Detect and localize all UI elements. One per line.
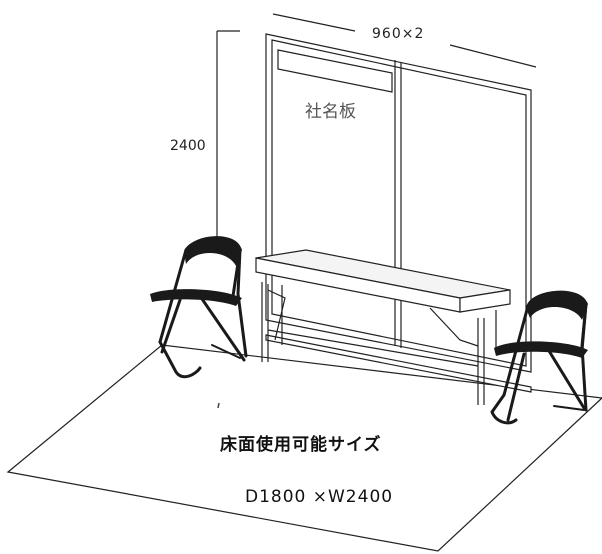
back-panels [265,33,532,393]
panel-width-label: 960×2 [372,26,425,42]
nameplate-box [277,49,393,93]
floor-outline [6,344,602,552]
chair-left-seat [150,289,242,306]
chair-left-backrest [184,237,242,266]
chair-right-seat [494,341,588,358]
chair-right-backrest [526,291,588,320]
floor-size-title: 床面使用可能サイズ [220,435,382,455]
table [255,249,511,405]
floor-size-dimensions: D1800 ×W2400 [245,487,394,507]
nameplate-label: 社名板 [305,102,356,122]
panel-height-label: 2400 [170,138,206,154]
width-dimension-line [272,13,537,68]
floor-mark [217,402,220,409]
height-dimension-line [216,30,240,250]
